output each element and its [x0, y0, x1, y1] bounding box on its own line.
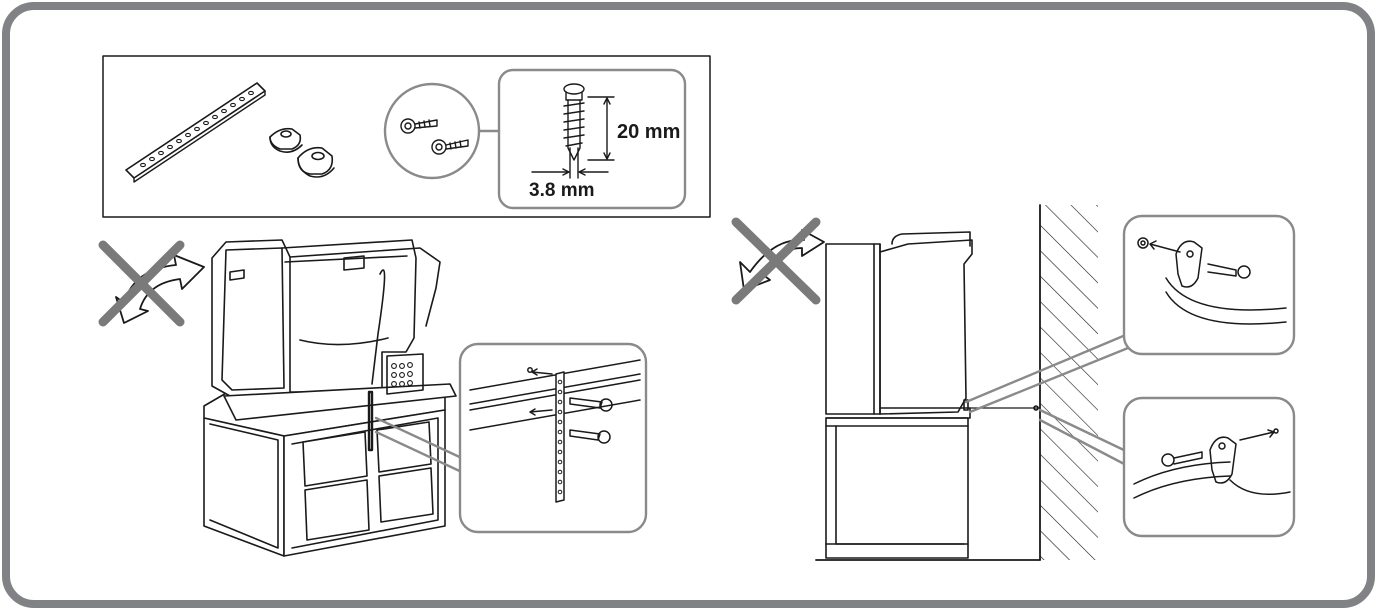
tv-rack-side [825, 417, 969, 559]
screw-dimension-box: 20 mm 3.8 mm [497, 68, 687, 210]
prohibited-tipping-side [731, 217, 825, 305]
wall-section [1039, 204, 1098, 561]
screw-length-label: 20 mm [617, 121, 680, 143]
tv-side-attachment-callout [964, 214, 1296, 414]
belt-attachment-callout [374, 342, 648, 534]
cross-icon [98, 240, 185, 327]
supplied-parts-box: 20 mm 3.8 mm [102, 55, 711, 218]
prohibited-tipping-forward [98, 240, 205, 327]
wall-attachment-callout [1038, 396, 1296, 538]
tv-front-view [211, 239, 457, 452]
cable-clamp-parts [269, 127, 335, 178]
support-belt-part [125, 82, 266, 183]
tv-side-view [825, 231, 1041, 419]
screws-callout [383, 82, 501, 180]
cross-icon [731, 217, 821, 305]
screw-diameter-label: 3.8 mm [529, 180, 594, 201]
